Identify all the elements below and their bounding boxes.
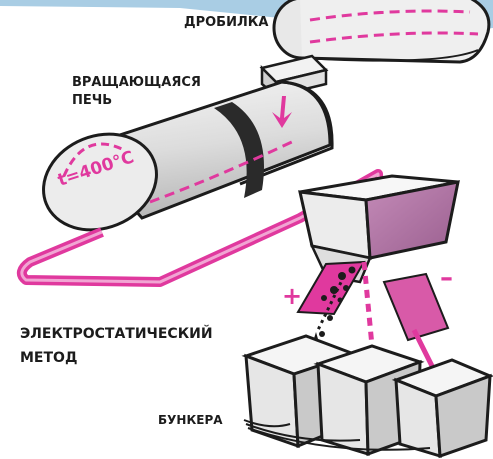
plus-sign: + [282,282,302,310]
crusher-label: ДРОБИЛКА [184,15,268,30]
kiln-label-line2: ПЕЧЬ [72,93,112,108]
method-label-line2: МЕТОД [20,350,77,366]
minus-sign: – [440,263,453,293]
crusher-drum [274,0,489,62]
bunkers-label: БУНКЕРА [158,413,223,427]
positive-electrode [298,262,364,314]
method-label-line1: ЭЛЕКТРОСТАТИЧЕСКИЙ [20,325,213,342]
bunker-right [396,360,490,456]
kiln-label-line1: ВРАЩАЮЩАЯСЯ [72,75,201,90]
